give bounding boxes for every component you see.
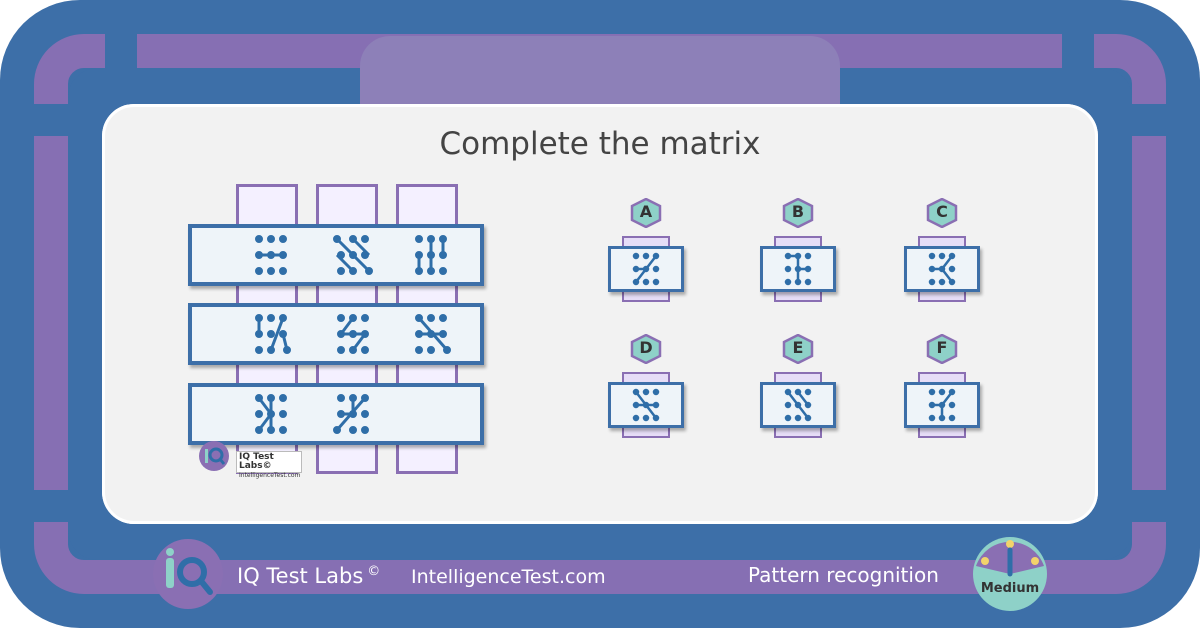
option-a[interactable]: A xyxy=(608,198,684,308)
option-figure xyxy=(928,388,956,422)
option-figure xyxy=(928,252,956,286)
frame-notch xyxy=(1126,104,1170,136)
magnifier-logo-icon xyxy=(153,539,223,609)
footer-brand: IQ Test Labs© xyxy=(237,564,380,588)
option-label: D xyxy=(639,338,653,357)
matrix-cell-r3c2 xyxy=(333,394,369,434)
matrix-cell-r1c3 xyxy=(415,235,447,275)
watermark-logo-icon xyxy=(199,441,229,471)
option-figure xyxy=(632,252,660,286)
matrix-cell-r1c2 xyxy=(333,235,373,275)
difficulty-gauge-icon xyxy=(973,537,1047,611)
option-e[interactable]: E xyxy=(760,334,836,444)
frame-notch xyxy=(105,30,137,74)
option-figure xyxy=(784,252,812,286)
watermark-text: IQ Test Labs© IntelligenceTest.com xyxy=(236,451,302,479)
matrix-cell-r2c1 xyxy=(255,314,291,354)
option-label: F xyxy=(936,338,948,357)
footer-category: Pattern recognition xyxy=(748,563,939,587)
matrix-cell-r2c3 xyxy=(415,314,451,354)
option-label: E xyxy=(792,338,804,357)
option-hexagon-icon xyxy=(926,334,958,364)
footer-brand-name: IQ Test Labs xyxy=(237,564,364,588)
option-figure xyxy=(632,388,660,422)
watermark-brand: IQ Test Labs© xyxy=(239,452,274,471)
matrix-cell-r3c1 xyxy=(255,394,287,434)
option-hexagon-icon xyxy=(630,198,662,228)
option-figure xyxy=(784,388,812,422)
matrix-row xyxy=(188,224,484,286)
frame-notch xyxy=(30,490,74,522)
option-hexagon-icon xyxy=(630,334,662,364)
option-f[interactable]: F xyxy=(904,334,980,444)
difficulty-label: Medium xyxy=(980,581,1040,596)
matrix-cell-r1c1 xyxy=(255,235,287,275)
puzzle-title: Complete the matrix xyxy=(439,126,761,162)
frame-notch xyxy=(30,104,74,136)
option-hexagon-icon xyxy=(926,198,958,228)
option-b[interactable]: B xyxy=(760,198,836,308)
option-d[interactable]: D xyxy=(608,334,684,444)
footer-url[interactable]: IntelligenceTest.com xyxy=(411,566,606,588)
option-label: C xyxy=(936,202,948,221)
option-label: B xyxy=(791,202,805,221)
option-hexagon-icon xyxy=(782,334,814,364)
watermark-url: IntelligenceTest.com xyxy=(239,472,301,479)
matrix-cell-r2c2 xyxy=(337,314,369,354)
frame-notch xyxy=(1126,490,1170,522)
top-tab xyxy=(360,36,840,106)
frame-notch xyxy=(1062,30,1094,74)
matrix-row xyxy=(188,383,484,445)
option-hexagon-icon xyxy=(782,198,814,228)
option-label: A xyxy=(639,202,653,221)
option-c[interactable]: C xyxy=(904,198,980,308)
footer-copyright: © xyxy=(367,564,381,579)
